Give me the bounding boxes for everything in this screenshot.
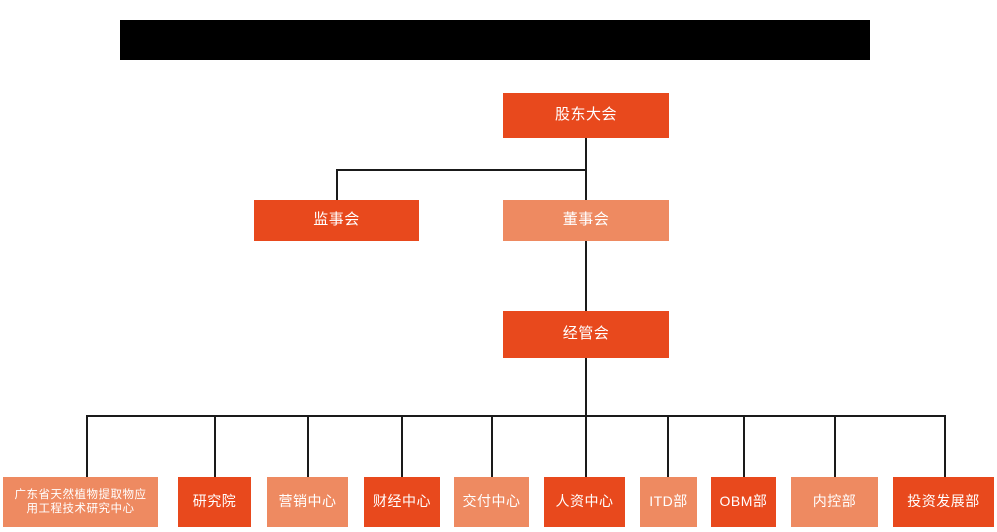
node-internal-control-department[interactable]: 内控部 bbox=[791, 477, 878, 527]
node-shareholders-meeting[interactable]: 股东大会 bbox=[503, 93, 669, 138]
connector-stub-itd-department bbox=[667, 415, 669, 477]
connector-directors-down bbox=[585, 169, 587, 201]
connector-stub-delivery-center bbox=[491, 415, 493, 477]
connector-stub-internal-control-department bbox=[834, 415, 836, 477]
node-marketing-center[interactable]: 营销中心 bbox=[267, 477, 348, 527]
node-delivery-center[interactable]: 交付中心 bbox=[454, 477, 529, 527]
node-finance-center[interactable]: 财经中心 bbox=[364, 477, 440, 527]
connector-stub-hr-center bbox=[585, 415, 587, 477]
node-hr-center[interactable]: 人资中心 bbox=[544, 477, 625, 527]
connector-stub-finance-center bbox=[401, 415, 403, 477]
node-itd-department[interactable]: ITD部 bbox=[640, 477, 697, 527]
connector-level2-bus bbox=[336, 169, 587, 171]
connector-stub-research-center-gd bbox=[86, 415, 88, 477]
connector-directors-to-management bbox=[585, 240, 587, 311]
connector-stub-research-institute bbox=[214, 415, 216, 477]
connector-stub-obm-department bbox=[743, 415, 745, 477]
connector-management-down bbox=[585, 358, 587, 416]
connector-supervisors-down bbox=[336, 169, 338, 201]
node-research-center-gd[interactable]: 广东省天然植物提取物应 用工程技术研究中心 bbox=[3, 477, 158, 527]
connector-shareholders-down bbox=[585, 138, 587, 170]
node-obm-department[interactable]: OBM部 bbox=[711, 477, 776, 527]
node-research-institute[interactable]: 研究院 bbox=[178, 477, 251, 527]
redacted-title-bar bbox=[120, 20, 870, 60]
connector-department-bus bbox=[86, 415, 946, 417]
node-board-of-supervisors[interactable]: 监事会 bbox=[254, 200, 419, 241]
node-investment-development-department[interactable]: 投资发展部 bbox=[893, 477, 994, 527]
node-management-committee[interactable]: 经管会 bbox=[503, 311, 669, 358]
connector-stub-investment-development-department bbox=[944, 415, 946, 477]
connector-stub-marketing-center bbox=[307, 415, 309, 477]
node-board-of-directors[interactable]: 董事会 bbox=[503, 200, 669, 241]
